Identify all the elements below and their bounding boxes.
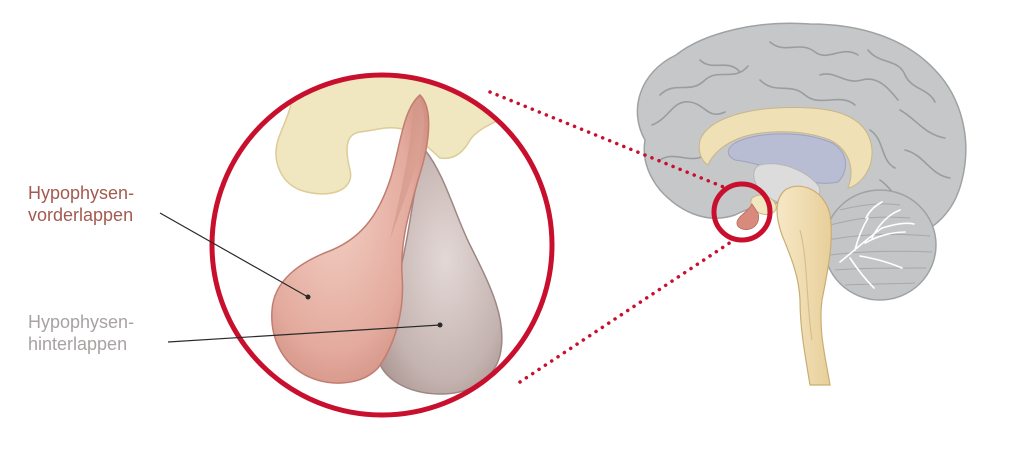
anterior-lobe-label: Hypophysen- vorderlappen xyxy=(28,182,134,226)
brain-focus-ring xyxy=(711,181,773,243)
label-leader-lines xyxy=(159,212,441,343)
posterior-lobe-label: Hypophysen- hinterlappen xyxy=(28,311,134,355)
brain-pituitary xyxy=(736,203,759,230)
posterior-label-line2: hinterlappen xyxy=(28,334,128,354)
brain-sagittal-section xyxy=(636,22,967,386)
lateral-ventricle xyxy=(727,133,846,184)
anterior-label-line2: vorderlappen xyxy=(28,205,134,225)
corpus-callosum xyxy=(698,107,873,189)
pituitary-zoom-view xyxy=(209,72,555,418)
anterior-lobe xyxy=(271,93,430,384)
anterior-label-line1: Hypophysen- xyxy=(28,183,135,203)
zoom-connector-lines xyxy=(488,90,742,384)
anterior-leader-line xyxy=(159,212,309,298)
arbor-vitae xyxy=(839,201,915,289)
posterior-label-line1: Hypophysen- xyxy=(28,312,135,332)
zoom-ring xyxy=(209,72,555,418)
pituitary-stalk xyxy=(390,98,425,240)
cerebellum xyxy=(823,189,937,301)
brainstem xyxy=(776,185,832,386)
posterior-leader-line xyxy=(167,324,441,343)
